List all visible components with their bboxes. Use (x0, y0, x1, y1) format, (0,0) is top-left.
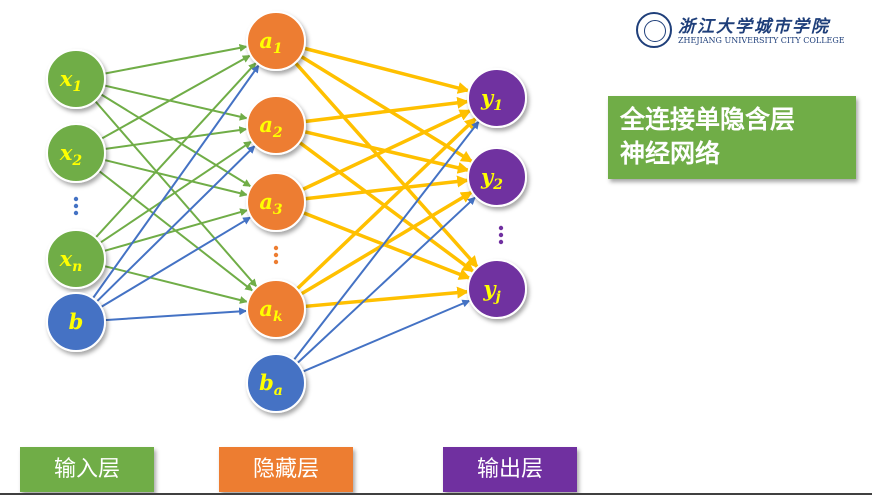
edge-x1-a2 (102, 84, 248, 121)
edge-b-ak (102, 307, 248, 322)
node-a3: a3 (246, 172, 306, 232)
node-a2: a2 (246, 95, 306, 155)
connection-edges (90, 43, 480, 374)
output-ellipsis-dot-0 (498, 225, 504, 231)
ellipsis-dots (73, 196, 504, 265)
node-y1-circle (467, 68, 527, 128)
edge-xn-a3 (101, 208, 249, 253)
node-a3-label: a3 (259, 189, 283, 218)
hidden-ellipsis-dot-1 (273, 252, 279, 258)
node-ba-circle (246, 353, 306, 413)
title-line-1: 全连接单隐含层 (620, 105, 796, 134)
node-y1-label: y1 (480, 85, 503, 114)
node-y1: y1 (467, 68, 527, 128)
edge-ba-y1 (291, 120, 480, 363)
node-yj-label: yj (482, 276, 500, 305)
edge-x2-a1 (99, 54, 251, 141)
legend-input-layer: 输入层 (20, 447, 154, 492)
node-ak: ak (246, 279, 306, 339)
node-yj-circle (467, 259, 527, 319)
node-a1-label: a1 (259, 28, 282, 57)
node-y2-circle (467, 147, 527, 207)
node-x2-label: x2 (59, 140, 83, 169)
node-b-circle (46, 292, 106, 352)
output-ellipsis-dot-1 (498, 232, 504, 238)
edge-a1-y1 (301, 46, 470, 94)
node-x1-circle (46, 49, 106, 109)
node-ba-label: ba (259, 370, 283, 399)
diagram-title: 全连接单隐含层 神经网络 (608, 96, 856, 179)
node-ak-circle (246, 279, 306, 339)
node-x2: x2 (46, 123, 106, 183)
edge-x1-a1 (102, 43, 248, 75)
edge-xn-a2 (97, 140, 252, 245)
edge-b-a1 (90, 64, 260, 301)
node-xn-circle (46, 229, 106, 289)
node-x1-label: x1 (59, 66, 82, 95)
node-x2-circle (46, 123, 106, 183)
node-a1-circle (246, 11, 306, 71)
node-xn-label: xn (59, 246, 83, 275)
node-a2-circle (246, 95, 306, 155)
college-emblem-icon (636, 12, 672, 48)
node-y2-label: y2 (480, 164, 503, 193)
edge-xn-ak (101, 264, 248, 304)
input-ellipsis-dot-2 (73, 210, 79, 216)
node-b: b (46, 292, 106, 352)
title-line-2: 神经网络 (620, 139, 721, 168)
node-ba: ba (246, 353, 306, 413)
edge-b-a2 (94, 145, 256, 304)
output-ellipsis-dot-2 (498, 239, 504, 245)
edge-a3-y2 (302, 175, 470, 201)
network-nodes: x1 x2 xn b a1 a2 a3 ak ba y1 y2 yj (46, 11, 527, 413)
edge-b-a3 (98, 216, 252, 309)
hidden-ellipsis-dot-0 (273, 245, 279, 251)
node-a1: a1 (246, 11, 306, 71)
logo-name-cn: 浙江大学城市学院 (678, 17, 830, 37)
node-x1: x1 (46, 49, 106, 109)
bottom-divider (0, 493, 872, 495)
node-a3-circle (246, 172, 306, 232)
node-ak-label: ak (259, 296, 283, 325)
input-ellipsis-dot-0 (73, 196, 79, 202)
edge-a1-y2 (298, 53, 474, 163)
input-ellipsis-dot-1 (73, 203, 79, 209)
logo-name-en: ZHEJIANG UNIVERSITY CITY COLLEGE (678, 36, 845, 45)
node-xn: xn (46, 229, 106, 289)
edge-x2-a2 (102, 126, 248, 151)
node-b-label: b (69, 309, 84, 334)
node-a2-label: a2 (259, 112, 283, 141)
edge-a1-yj (292, 59, 479, 269)
edge-ba-yj (300, 299, 471, 374)
legend-output-layer: 输出层 (443, 447, 577, 492)
edge-xn-a1 (93, 62, 257, 240)
edge-a3-y1 (299, 109, 472, 193)
legend-hidden-layer: 隐藏层 (219, 447, 353, 492)
edge-ak-yj (302, 286, 470, 309)
node-yj: yj (467, 259, 527, 319)
hidden-ellipsis-dot-2 (273, 259, 279, 265)
edge-ak-y1 (294, 117, 477, 292)
edge-a2-y1 (302, 96, 470, 124)
college-logo: 浙江大学城市学院 ZHEJIANG UNIVERSITY CITY COLLEG… (636, 12, 858, 52)
edge-x2-a3 (101, 158, 248, 198)
node-y2: y2 (467, 147, 527, 207)
edge-ba-y2 (295, 196, 476, 366)
